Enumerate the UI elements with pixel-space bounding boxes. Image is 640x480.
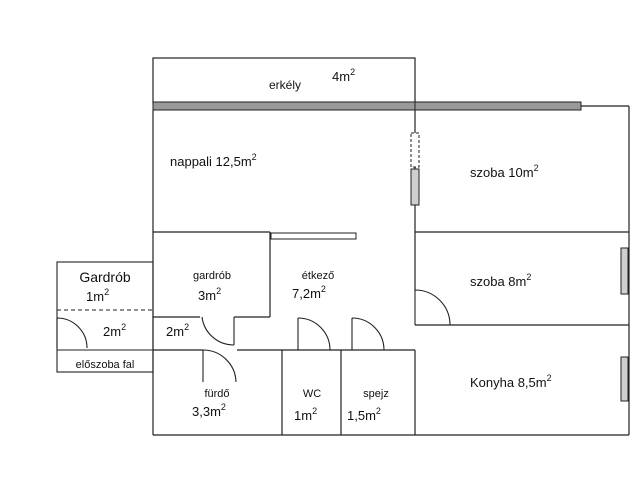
door-wc [297,317,331,351]
label-gardrob-area: 3m2 [198,286,221,303]
label-wc: WC [303,388,321,400]
doors [56,289,451,383]
window-konyha [620,356,629,402]
balcony-rail-left [152,101,416,111]
door-gardrob [201,316,235,346]
label-furdo-area: 3,3m2 [192,402,226,419]
kitchen-counter [270,232,357,240]
label-furdo: fürdő [204,388,229,400]
label-konyha: Konyha 8,5m2 [470,373,552,390]
label-hall-small: 2m2 [103,322,126,339]
label-szoba10: szoba 10m2 [470,163,539,180]
label-erkely: erkély [269,78,301,92]
label-eloszoba-fal: előszoba fal [76,359,135,371]
label-etkezo-area: 7,2m2 [292,284,326,301]
door-furdo [202,349,237,383]
label-spejz-area: 1,5m2 [347,406,381,423]
label-gardrob-ext: Gardrób [79,269,131,285]
door-szoba8 [414,289,451,326]
window-dashed [410,132,420,168]
window-szoba10 [410,168,420,206]
label-gardrob-ext-area: 1m2 [86,287,109,304]
label-szoba8: szoba 8m2 [470,272,531,289]
label-gardrob: gardrób [193,270,231,282]
label-erkely-area: 4m2 [332,67,355,84]
label-etkezo: étkező [302,270,334,282]
balcony-rail-right [414,101,582,111]
interior-walls [153,110,629,435]
door-entrance [56,317,88,349]
window-szoba8 [620,247,629,295]
label-wc-area: 1m2 [294,406,317,423]
outer-gardrob-walls [56,261,154,373]
label-spejz: spejz [363,388,389,400]
label-nappali: nappali 12,5m2 [170,152,257,169]
door-spejz [351,317,385,351]
label-hall-mid: 2m2 [166,322,189,339]
